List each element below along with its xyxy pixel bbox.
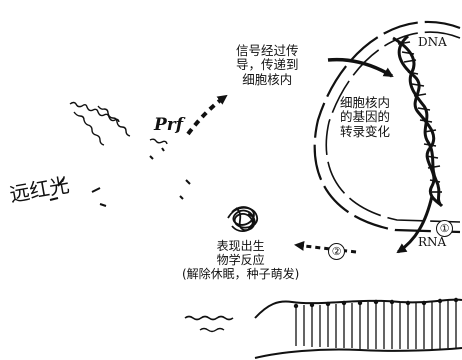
prf-label: Prf (154, 115, 184, 135)
gene-text-line: 细胞核内 (340, 95, 391, 110)
dna-label: DNA (418, 35, 447, 49)
step-2-marker: ② (328, 243, 345, 260)
arrow-prf-to-nucleus (186, 94, 228, 136)
rna-label: RNA (418, 235, 447, 249)
step-1-marker: ① (436, 220, 453, 237)
response-text-line: (解除休眠，种子萌发) (182, 266, 300, 281)
gene-text-line: 转录变化 (340, 123, 391, 139)
receptor-coils (69, 101, 168, 146)
nuclear-envelope (313, 20, 461, 234)
response-text-line: 物学反应 (216, 252, 265, 267)
signal-transduction-text: 信号经过传 导，传递到 细胞核内 (236, 43, 299, 87)
gene-text-line: 的基因的 (340, 109, 391, 125)
signal-text-line: 细胞核内 (242, 71, 293, 87)
arrow-rna-to-response (294, 240, 357, 254)
protein-tangle (227, 206, 259, 233)
arrow-signal-to-dna (327, 57, 394, 78)
arrow-dna-to-rna (396, 195, 434, 254)
signal-text-line: 导，传递到 (236, 57, 299, 73)
biological-response-text: 表现出生 物学反应 (解除休眠，种子萌发) (182, 239, 300, 281)
response-text-line: 表现出生 (216, 239, 265, 253)
light-rays (49, 147, 191, 207)
signal-text-line: 信号经过传 (236, 43, 299, 58)
plasma-membrane (184, 297, 462, 359)
dna-helix (392, 34, 444, 208)
gene-transcription-text: 细胞核内 的基因的 转录变化 (340, 95, 391, 139)
